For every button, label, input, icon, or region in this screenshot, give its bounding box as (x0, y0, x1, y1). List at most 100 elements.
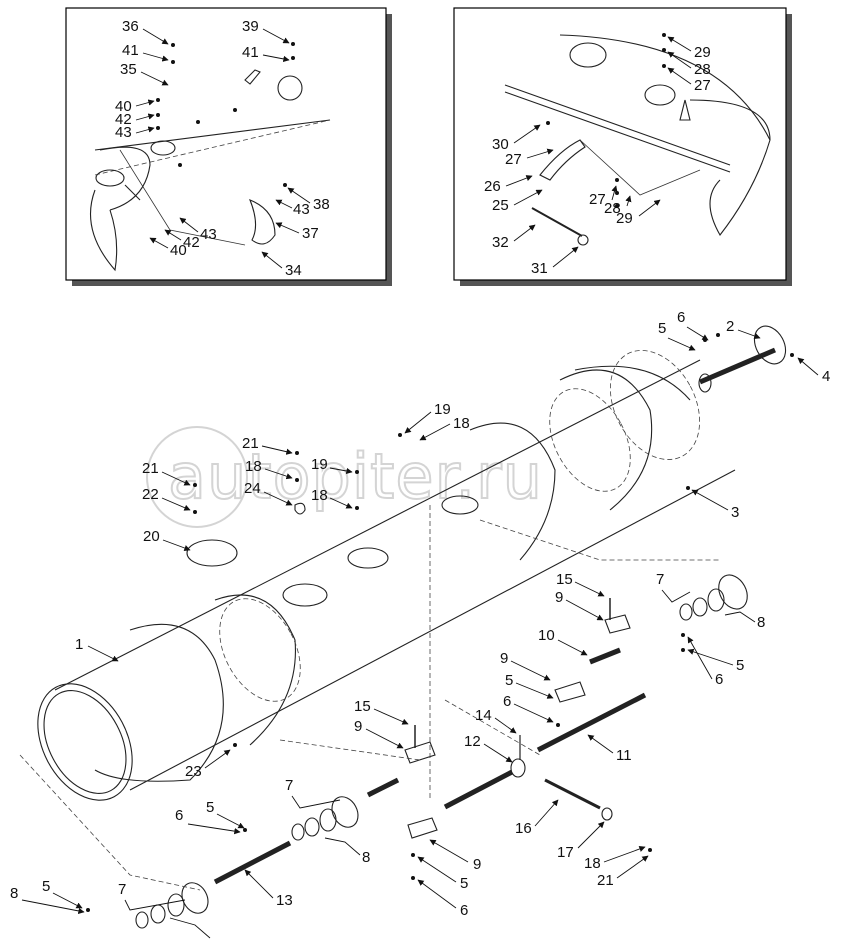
callout-34: 34 (261, 251, 302, 279)
svg-text:18: 18 (245, 458, 262, 475)
callout-38: 38 (287, 187, 330, 213)
detail-right-drawing (504, 33, 771, 246)
detail-box-right: 29 28 27 30 27 26 25 27 28 29 32 31 (453, 7, 792, 286)
callout-1: 1 (75, 636, 119, 662)
svg-text:24: 24 (244, 480, 261, 497)
svg-text:2: 2 (726, 318, 734, 335)
svg-text:43: 43 (200, 226, 217, 243)
callout-41: 41 (122, 42, 169, 62)
svg-text:18: 18 (311, 487, 328, 504)
callout-35: 35 (120, 61, 169, 86)
callout-6: 6 (175, 807, 241, 835)
callout-26: 26 (484, 175, 533, 195)
callout-29: 29 (616, 199, 661, 227)
callout-43: 43 (275, 199, 310, 218)
callout-15: 15 (556, 571, 605, 597)
svg-text:17: 17 (557, 844, 574, 861)
callout-5: 5 (42, 878, 83, 909)
callout-23: 23 (185, 749, 231, 780)
callout-20: 20 (143, 528, 191, 551)
svg-text:21: 21 (242, 435, 259, 452)
svg-text:34: 34 (285, 262, 302, 279)
svg-text:40: 40 (115, 98, 132, 115)
callout-6: 6 (677, 309, 709, 341)
svg-text:43: 43 (115, 124, 132, 141)
svg-text:6: 6 (503, 693, 511, 710)
callout-36: 36 (122, 18, 169, 45)
svg-text:8: 8 (10, 885, 18, 902)
callout-6: 6 (503, 693, 554, 723)
callout-28: 28 (667, 51, 711, 78)
svg-text:20: 20 (143, 528, 160, 545)
callout-4: 4 (797, 357, 830, 385)
svg-text:27: 27 (589, 191, 606, 208)
watermark: autopiter.ru (146, 426, 543, 528)
callout-6: 6 (417, 879, 468, 919)
svg-text:12: 12 (464, 733, 481, 750)
svg-text:5: 5 (206, 799, 214, 816)
svg-text:22: 22 (142, 486, 159, 503)
svg-text:25: 25 (492, 197, 509, 214)
callout-5: 5 (658, 320, 696, 351)
callout-3: 3 (691, 489, 739, 521)
callout-31: 31 (531, 246, 579, 277)
svg-text:11: 11 (616, 747, 632, 764)
svg-text:30: 30 (492, 136, 509, 153)
svg-text:29: 29 (694, 44, 711, 61)
callout-21: 21 (142, 460, 191, 486)
svg-text:7: 7 (285, 777, 293, 794)
svg-text:38: 38 (313, 196, 330, 213)
callout-5: 5 (417, 856, 468, 892)
svg-text:7: 7 (118, 881, 126, 898)
svg-text:37: 37 (302, 225, 319, 242)
callout-37: 37 (275, 222, 319, 242)
callout-9: 9 (354, 718, 404, 749)
svg-text:21: 21 (142, 460, 159, 477)
svg-text:9: 9 (473, 856, 481, 873)
svg-text:19: 19 (311, 456, 328, 473)
callout-43: 43 (179, 217, 217, 243)
callout-8: 8 (724, 611, 765, 631)
svg-text:10: 10 (538, 627, 555, 644)
svg-text:42: 42 (115, 111, 132, 128)
svg-text:26: 26 (484, 178, 501, 195)
svg-text:4: 4 (822, 368, 830, 385)
svg-text:15: 15 (556, 571, 573, 588)
callout-21: 21 (597, 855, 649, 889)
callout-18: 18 (584, 845, 646, 872)
svg-text:32: 32 (492, 234, 509, 251)
callout-19: 19 (404, 401, 451, 434)
callout-21: 21 (242, 435, 293, 455)
callout-29: 29 (667, 36, 711, 61)
svg-text:1: 1 (75, 636, 83, 653)
svg-text:28: 28 (604, 200, 621, 217)
callout-6: 8 (10, 885, 85, 915)
callout-7: 7 (118, 881, 186, 911)
callout-7: 7 (285, 777, 341, 809)
callout-5: 5 (206, 799, 245, 829)
callout-12: 12 (464, 733, 513, 763)
svg-text:36: 36 (122, 18, 139, 35)
svg-text:5: 5 (505, 672, 513, 689)
callout-5: 5 (505, 672, 554, 699)
callout-30: 30 (492, 124, 541, 153)
svg-text:6: 6 (175, 807, 183, 824)
callout-42: 42 (115, 111, 155, 128)
svg-text:19: 19 (434, 401, 451, 418)
svg-text:31: 31 (531, 260, 548, 277)
callout-39: 39 (242, 18, 290, 44)
callout-14: 14 (475, 707, 517, 734)
callout-22: 22 (142, 486, 191, 511)
svg-text:8: 8 (757, 614, 765, 631)
svg-text:6: 6 (715, 671, 723, 688)
callout-27: 27 (589, 185, 618, 208)
detail-left-callouts: 36 41 35 40 42 43 39 41 38 43 37 34 43 4… (115, 18, 330, 279)
watermark-text: autopiter.ru (168, 440, 543, 513)
callout-6: 6 (687, 636, 723, 688)
callout-42: 42 (164, 229, 200, 251)
callout-9: 9 (429, 839, 481, 873)
callout-16: 16 (515, 799, 559, 837)
callout-9: 9 (500, 650, 551, 681)
svg-text:5: 5 (460, 875, 468, 892)
